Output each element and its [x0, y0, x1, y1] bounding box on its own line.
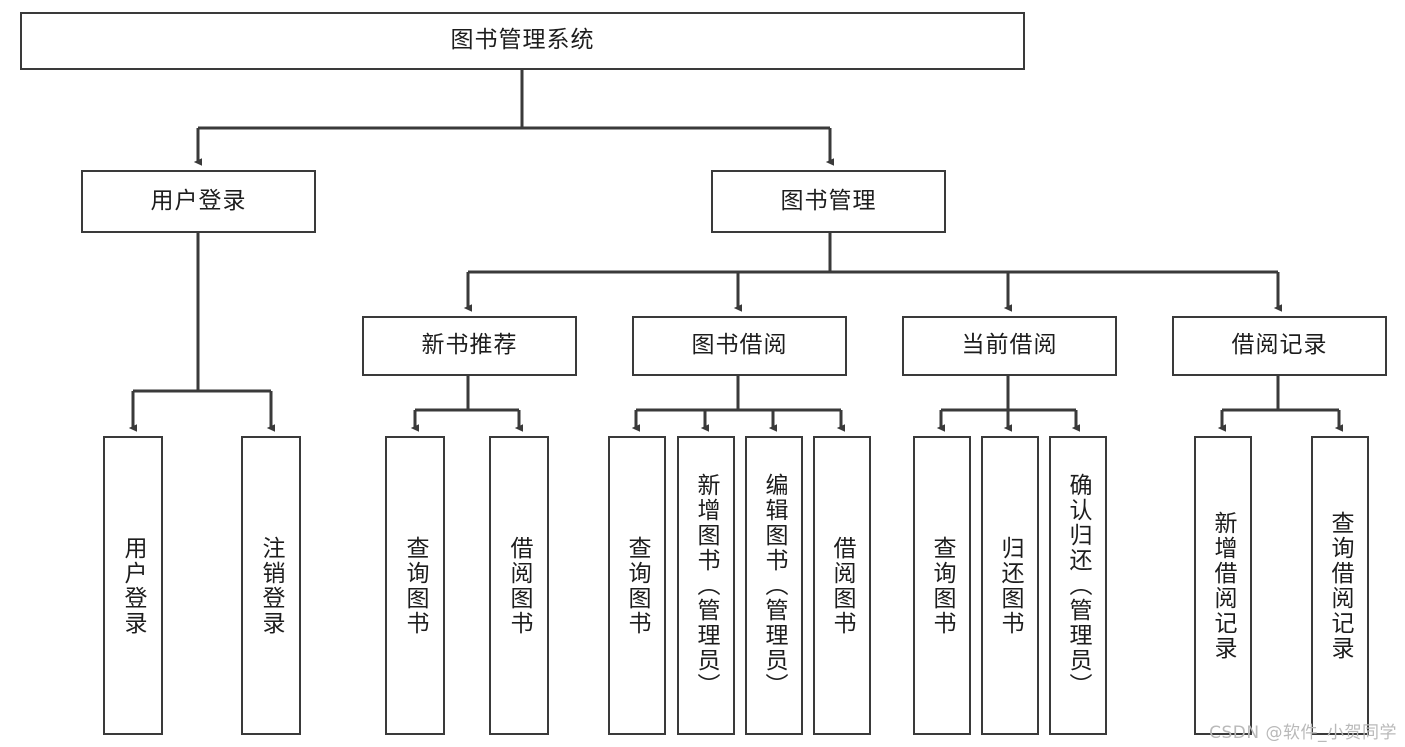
leaf-current-borrow-confirm-return-admin[interactable]: 确认归还（管理员）: [1049, 436, 1107, 735]
node-label: 图书管理系统: [450, 27, 595, 54]
node-label: 新增图书（管理员）: [693, 473, 720, 698]
node-root-book-management-system[interactable]: 图书管理系统: [20, 12, 1025, 70]
leaf-borrow-record-add-record[interactable]: 新增借阅记录: [1194, 436, 1252, 735]
leaf-book-borrow-query-book[interactable]: 查询图书: [608, 436, 666, 735]
leaf-book-borrow-edit-book-admin[interactable]: 编辑图书（管理员）: [745, 436, 803, 735]
leaf-book-borrow-add-book-admin[interactable]: 新增图书（管理员）: [677, 436, 735, 735]
node-label: 编辑图书（管理员）: [761, 473, 788, 698]
node-label: 图书管理: [780, 187, 877, 214]
node-label: 查询借阅记录: [1327, 510, 1354, 661]
leaf-user-login-logout[interactable]: 注销登录: [241, 436, 301, 735]
node-current-borrow[interactable]: 当前借阅: [902, 316, 1117, 376]
csdn-watermark: CSDN @软件_小贺同学: [1209, 723, 1397, 743]
node-label: 图书借阅: [691, 332, 788, 359]
node-label: 新书推荐: [421, 332, 518, 359]
node-label: 用户登录: [120, 535, 147, 636]
node-book-borrow[interactable]: 图书借阅: [632, 316, 847, 376]
node-label: 归还图书: [997, 535, 1024, 636]
node-borrow-record[interactable]: 借阅记录: [1172, 316, 1387, 376]
leaf-new-book-borrow-book[interactable]: 借阅图书: [489, 436, 549, 735]
node-label: 确认归还（管理员）: [1065, 473, 1092, 698]
leaf-current-borrow-query-book[interactable]: 查询图书: [913, 436, 971, 735]
node-user-login[interactable]: 用户登录: [81, 170, 316, 233]
node-label: 用户登录: [150, 187, 247, 214]
node-label: 新增借阅记录: [1210, 510, 1237, 661]
node-label: 借阅记录: [1231, 332, 1328, 359]
node-label: 查询图书: [402, 535, 429, 636]
node-label: 查询图书: [929, 535, 956, 636]
node-new-book-recommend[interactable]: 新书推荐: [362, 316, 577, 376]
node-label: 查询图书: [624, 535, 651, 636]
leaf-new-book-query-book[interactable]: 查询图书: [385, 436, 445, 735]
node-label: 当前借阅: [961, 332, 1058, 359]
leaf-book-borrow-borrow-book[interactable]: 借阅图书: [813, 436, 871, 735]
node-label: 注销登录: [258, 535, 285, 636]
node-book-management[interactable]: 图书管理: [711, 170, 946, 233]
leaf-current-borrow-return-book[interactable]: 归还图书: [981, 436, 1039, 735]
leaf-borrow-record-query-record[interactable]: 查询借阅记录: [1311, 436, 1369, 735]
leaf-user-login-login[interactable]: 用户登录: [103, 436, 163, 735]
node-label: 借阅图书: [829, 535, 856, 636]
node-label: 借阅图书: [506, 535, 533, 636]
